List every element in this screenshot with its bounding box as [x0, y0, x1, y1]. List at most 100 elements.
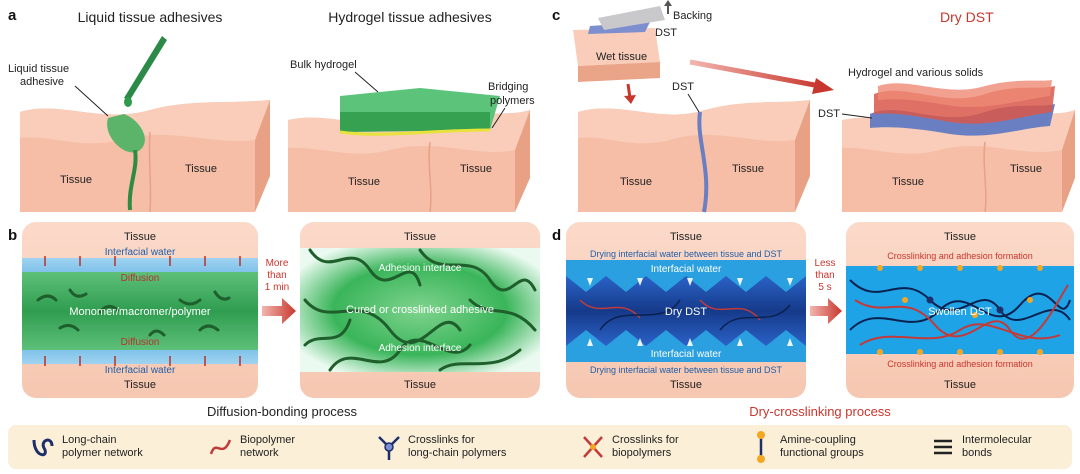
box-b1 [22, 222, 258, 398]
label-tissue-a2-right: Tissue [460, 163, 492, 175]
label-dst-c2: DST [818, 108, 840, 120]
label-tissue-d1-top: Tissue [670, 231, 702, 243]
legend: Long-chain polymer network Biopolymer ne… [8, 425, 1072, 469]
drying-arrows-d1 [587, 278, 793, 346]
label-tissue-a1-right: Tissue [185, 163, 217, 175]
legend-item-biopolymer: Biopolymer network [208, 425, 295, 469]
label-water-b1-bottom: Interfacial water [105, 365, 176, 376]
label-diffusion-bonding-process: Diffusion-bonding process [207, 404, 358, 419]
arrow-right-c-head [812, 78, 834, 94]
long-chain-icon [32, 438, 54, 457]
arrow-d-line3: 5 s [818, 282, 831, 293]
arrow-b-line1: More [266, 258, 289, 269]
label-water-d1-top: Interfacial water [651, 264, 722, 275]
label-dry-crosslinking-process: Dry-crosslinking process [749, 404, 891, 419]
title-hydrogel-adhesives: Hydrogel tissue adhesives [328, 9, 491, 25]
legend-label: Biopolymer network [240, 434, 296, 459]
label-tissue-b2-top: Tissue [404, 231, 436, 243]
biopolymer-icon [209, 439, 232, 455]
label-dst-c1: DST [672, 81, 694, 93]
label-crosslinking-top: Crosslinking and adhesion formation [887, 251, 1033, 261]
label-tissue-a2-left: Tissue [348, 176, 380, 188]
arrow-down-c-head [624, 95, 636, 104]
legend-label: Amine-coupling functional groups [780, 434, 864, 459]
label-dry-dst: Dry DST [665, 306, 707, 318]
label-swollen-dst: Swollen DST [928, 306, 992, 318]
leader-bulk [354, 71, 379, 93]
label-tissue-d2-top: Tissue [944, 231, 976, 243]
legend-label: Long-chain polymer network [62, 434, 143, 459]
legend-item-crosslink-bio: Crosslinks for biopolymers [580, 425, 679, 469]
tissue-block-c1 [578, 100, 810, 213]
amine-dots-d2 [877, 265, 1043, 355]
label-bridging-2: polymers [490, 95, 535, 107]
legend-label: Crosslinks for biopolymers [612, 434, 679, 459]
wet-tissue-block [573, 0, 672, 82]
label-tissue-b2-bottom: Tissue [404, 379, 436, 391]
title-liquid-adhesives: Liquid tissue adhesives [78, 9, 223, 25]
label-tissue-c2-right: Tissue [1010, 163, 1042, 175]
arrow-b-line2: than [267, 270, 286, 281]
label-dst-small: DST [655, 27, 677, 39]
label-water-b1-top: Interfacial water [105, 247, 176, 258]
label-tissue-c1-left: Tissue [620, 176, 652, 188]
arrow-b [262, 298, 296, 324]
label-tissue-c1-right: Tissue [732, 163, 764, 175]
arrow-d-line2: than [815, 270, 834, 281]
label-crosslinking-bottom: Crosslinking and adhesion formation [887, 359, 1033, 369]
arrow-d-line1: Less [814, 258, 835, 269]
panel-letter-b: b [8, 227, 17, 244]
box-d1 [566, 222, 806, 398]
bulk-hydrogel [339, 88, 500, 136]
crosslink-long-chain-icon [378, 436, 400, 460]
tissue-block-a1 [20, 100, 270, 213]
label-bulk-hydrogel: Bulk hydrogel [290, 59, 357, 71]
label-cured: Cured or crosslinked adhesive [346, 304, 494, 316]
legend-item-intermolecular: Intermolecular bonds [930, 425, 1032, 469]
label-monomer: Monomer/macromer/polymer [69, 306, 211, 318]
label-water-d1-bottom: Interfacial water [651, 349, 722, 360]
label-drying-d1-bottom: Drying interfacial water between tissue … [590, 365, 783, 375]
label-liquid-adhesive-1: Liquid tissue [8, 63, 69, 75]
arrow-d [810, 298, 842, 324]
label-adhesion-interface-bottom: Adhesion interface [379, 343, 462, 354]
dst-layers-c2 [870, 80, 1055, 136]
legend-item-crosslink-long: Crosslinks for long-chain polymers [376, 425, 506, 469]
label-tissue-d2-bottom: Tissue [944, 379, 976, 391]
intermolecular-bonds-icon [934, 439, 952, 455]
crosslink-biopolymer-icon [583, 436, 603, 458]
legend-label: Intermolecular bonds [962, 434, 1032, 459]
leader-bridging [491, 107, 506, 129]
arrow-b-line3: 1 min [265, 282, 289, 293]
panel-letter-d: d [552, 227, 561, 244]
leader-liquid [74, 85, 109, 117]
label-hydrogel-solids: Hydrogel and various solids [848, 67, 984, 79]
box-d2 [846, 222, 1074, 398]
label-tissue-b1-bottom: Tissue [124, 379, 156, 391]
legend-item-long-chain: Long-chain polymer network [30, 425, 143, 469]
label-diffusion-b1-bottom: Diffusion [121, 337, 160, 348]
panel-letter-c: c [552, 7, 560, 24]
label-adhesion-interface-top: Adhesion interface [379, 263, 462, 274]
label-tissue-c2-left: Tissue [892, 176, 924, 188]
label-bridging-1: Bridging [488, 81, 528, 93]
leader-dst-c1 [687, 93, 700, 113]
label-tissue-d1-bottom: Tissue [670, 379, 702, 391]
label-drying-d1-top: Drying interfacial water between tissue … [590, 249, 783, 259]
arrow-right-c [689, 59, 821, 89]
box-b2 [300, 222, 540, 398]
legend-label: Crosslinks for long-chain polymers [408, 434, 507, 459]
legend-item-amine: Amine-coupling functional groups [748, 425, 864, 469]
amine-coupling-icon [757, 431, 765, 463]
label-tissue-a1-left: Tissue [60, 174, 92, 186]
label-backing: Backing [673, 10, 712, 22]
label-wet-tissue: Wet tissue [596, 51, 647, 63]
label-liquid-adhesive-2: adhesive [20, 76, 64, 88]
panel-letter-a: a [8, 7, 17, 24]
leader-dst-c2 [841, 113, 873, 119]
figure-canvas: a Liquid tissue adhesives Hydrogel tissu… [8, 0, 1075, 419]
label-diffusion-b1-top: Diffusion [121, 273, 160, 284]
label-tissue-b1-top: Tissue [124, 231, 156, 243]
title-dry-dst: Dry DST [940, 9, 994, 25]
